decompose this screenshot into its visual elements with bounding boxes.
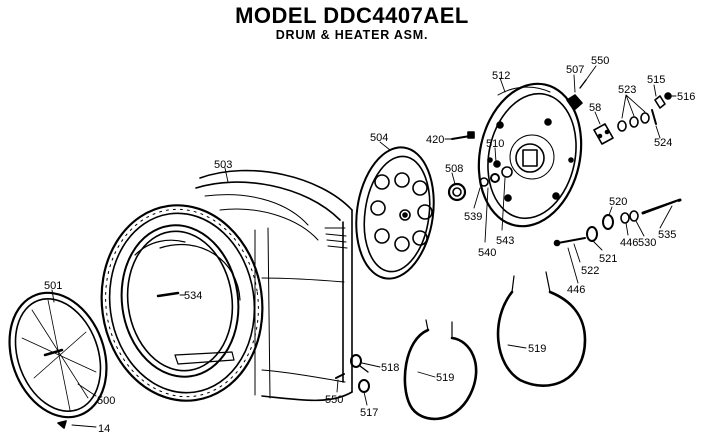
callout-522: 522 xyxy=(581,265,599,277)
callout-504: 504 xyxy=(370,132,388,144)
callout-519-left: 519 xyxy=(436,372,454,384)
callout-14: 14 xyxy=(98,423,110,435)
callout-420: 420 xyxy=(426,134,444,146)
callout-521: 521 xyxy=(599,253,617,265)
drum-head-504 xyxy=(355,146,435,280)
callout-530: 530 xyxy=(638,237,656,249)
bearing-housing-512 xyxy=(477,82,583,228)
callout-446-upper: 446 xyxy=(620,237,638,249)
diagram-title: MODEL DDC4407AEL xyxy=(235,3,469,28)
callout-524: 524 xyxy=(654,137,672,149)
upper-right-parts xyxy=(566,79,672,145)
front-ring-501 xyxy=(8,291,108,429)
callout-446-lower: 446 xyxy=(567,284,585,296)
callout-58: 58 xyxy=(589,102,601,114)
callout-539: 539 xyxy=(464,211,482,223)
callout-534: 534 xyxy=(184,290,202,302)
heater-coil-519-right xyxy=(496,271,587,387)
callout-503: 503 xyxy=(214,159,232,171)
callout-507: 507 xyxy=(566,64,584,76)
callout-labels: 503 504 501 500 14 534 420 508 510 539 5… xyxy=(44,55,695,435)
callout-515: 515 xyxy=(647,74,665,86)
callout-523: 523 xyxy=(618,84,636,96)
heater-parts xyxy=(553,198,682,247)
callout-500: 500 xyxy=(97,395,115,407)
callout-540: 540 xyxy=(478,247,496,259)
callout-518: 518 xyxy=(381,362,399,374)
callout-510: 510 xyxy=(486,138,504,150)
callout-516: 516 xyxy=(677,91,695,103)
callout-535: 535 xyxy=(658,229,676,241)
leader-lines xyxy=(51,65,677,428)
diagram-subtitle: DRUM & HEATER ASM. xyxy=(275,28,429,42)
heater-coil-519-left xyxy=(403,319,478,421)
callout-517: 517 xyxy=(360,407,378,419)
callout-508: 508 xyxy=(445,163,463,175)
bearing-parts xyxy=(447,131,513,202)
callout-550-upper: 550 xyxy=(591,55,609,67)
callout-519-right: 519 xyxy=(528,343,546,355)
callout-520: 520 xyxy=(609,196,627,208)
callout-512: 512 xyxy=(492,70,510,82)
callout-550-lower: 550 xyxy=(325,394,343,406)
drum-503 xyxy=(100,169,353,402)
callout-501: 501 xyxy=(44,280,62,292)
callout-543: 543 xyxy=(496,235,514,247)
